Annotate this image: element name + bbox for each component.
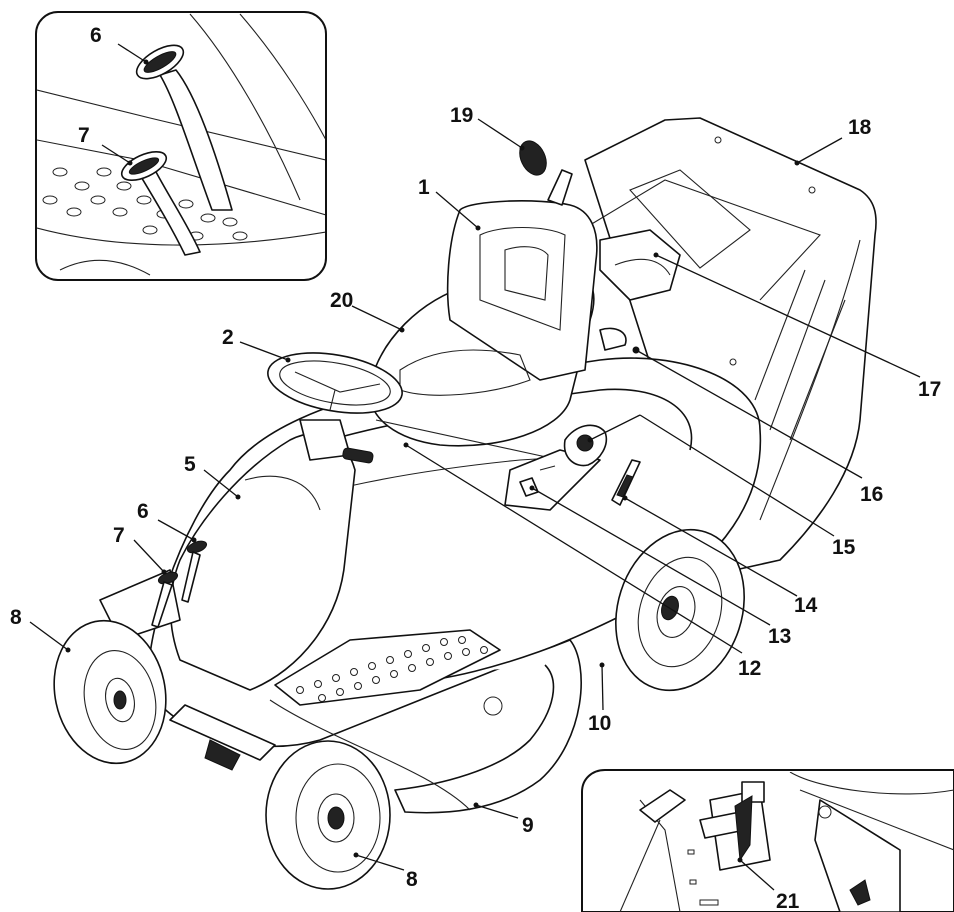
callout-17: 17 [918,378,941,401]
callout-21: 21 [776,890,800,912]
callout-14: 14 [794,594,818,617]
cutting-deck [379,639,582,814]
callout-5: 5 [184,453,196,476]
callout-20: 20 [330,289,353,312]
callout-15: 15 [832,536,856,559]
callout-6-inset: 6 [90,24,102,47]
callout-2: 2 [222,326,234,349]
front-axle [169,704,276,771]
callout-16: 16 [860,483,883,506]
callout-9: 9 [522,814,534,837]
height-adjust-lever [519,140,573,206]
pedal-inset [35,11,327,281]
callout-8-left: 8 [10,606,22,629]
inset-brake-pedal [135,44,233,211]
leader-lines [29,43,921,891]
callout-18: 18 [848,116,872,139]
callout-10: 10 [588,712,611,735]
steering-wheel [267,352,403,464]
inset-floor-holes [42,167,248,241]
callout-1: 1 [418,176,430,199]
callout-7: 7 [113,524,125,547]
callout-8-bottom: 8 [406,868,418,891]
driver-seat [368,200,598,461]
callout-6: 6 [137,500,149,523]
grass-catcher [584,117,877,571]
footboard [274,629,501,706]
main-pedals [151,540,208,628]
front-wheel-right [265,740,391,890]
front-wheel-left [53,619,167,765]
callout-labels: 6 7 1 2 5 6 7 8 8 9 10 12 13 14 15 16 17… [10,24,941,912]
callout-7-inset: 7 [78,124,90,147]
rear-detail-inset [581,769,954,912]
inset-drive-pedal [120,150,201,256]
callout-19: 19 [450,104,473,127]
callout-13: 13 [768,625,791,648]
control-panel [504,229,681,511]
callout-12: 12 [738,657,761,680]
